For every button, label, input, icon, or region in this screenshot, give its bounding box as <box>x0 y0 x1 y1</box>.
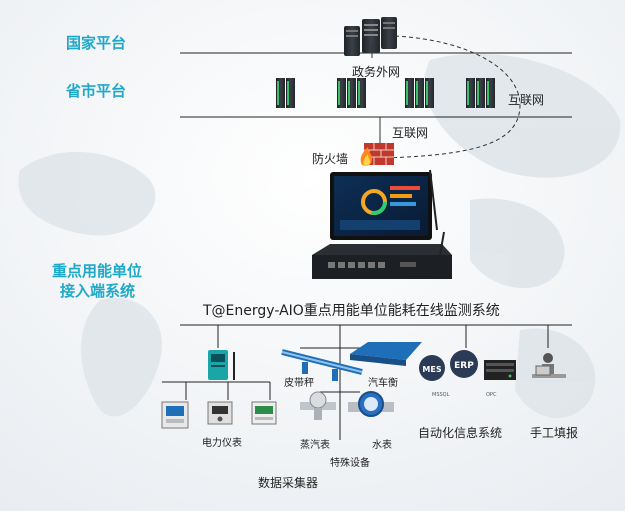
gov-extranet-label: 政务外网 <box>352 65 401 79</box>
water-meter-label: 水表 <box>372 440 392 451</box>
truck-scale-icon <box>350 342 422 366</box>
provincial-server-icon <box>405 78 434 108</box>
mssql-label: MSSQL <box>432 392 450 398</box>
opc-label: OPC <box>486 392 497 398</box>
manual-report-icon <box>532 353 566 378</box>
power-meter-icon <box>207 401 233 425</box>
water-meter-icon <box>348 391 394 417</box>
mes-icon: MES <box>419 355 445 381</box>
provincial-server-icon <box>466 78 495 108</box>
power-meter-icon <box>251 401 277 425</box>
special-equipment-label: 特殊设备 <box>330 458 370 469</box>
erp-icon: ERP <box>450 350 478 378</box>
system-title: T@Energy-AIO重点用能单位能耗在线监测系统 <box>203 303 500 319</box>
internet-connection-line <box>384 35 521 159</box>
belt-scale-icon <box>281 349 363 381</box>
power-meter-icon <box>161 401 189 429</box>
provincial-server-icon <box>276 78 295 108</box>
internet-label: 互联网 <box>392 126 429 140</box>
national-server-icon <box>344 17 397 56</box>
automation-system-label: 自动化信息系统 <box>418 426 503 440</box>
steam-meter-label: 蒸汽表 <box>300 440 330 451</box>
data-collector-label: 数据采集器 <box>258 476 319 490</box>
mes-label: MES <box>422 365 441 374</box>
provincial-server-icon <box>337 78 366 108</box>
firewall-icon <box>360 143 394 166</box>
national-platform-label: 国家平台 <box>66 34 127 52</box>
internet-label: 互联网 <box>508 93 545 107</box>
unit-system-label-line1: 重点用能单位 <box>52 262 143 280</box>
belt-scale-label: 皮带秤 <box>284 378 314 389</box>
manual-report-label: 手工填报 <box>530 426 579 440</box>
world-map-decoration <box>18 53 621 419</box>
erp-label: ERP <box>454 361 474 371</box>
unit-system-label-line2: 接入端系统 <box>60 282 136 300</box>
monitor-icon <box>330 169 438 240</box>
steam-meter-icon <box>300 391 336 420</box>
data-collector-icon <box>208 350 235 380</box>
server-box-icon <box>312 231 452 279</box>
connection-lines <box>162 324 572 440</box>
truck-scale-label: 汽车衡 <box>368 378 398 389</box>
firewall-label: 防火墙 <box>312 152 349 166</box>
provincial-platform-label: 省市平台 <box>66 82 127 100</box>
opc-icon <box>484 360 516 380</box>
power-meter-label: 电力仪表 <box>202 438 242 449</box>
